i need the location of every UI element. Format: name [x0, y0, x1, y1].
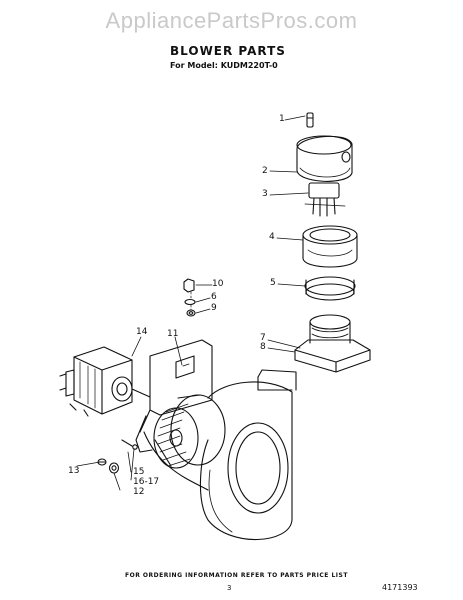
callout-3: 3 [262, 189, 268, 199]
callout-2: 2 [262, 166, 268, 176]
callout-15: 15 [133, 467, 145, 477]
part-3-connector [304, 182, 346, 217]
blower-wheel [153, 394, 226, 469]
callout-10: 10 [212, 279, 224, 289]
diagram-title: BLOWER PARTS [170, 44, 286, 58]
callout-14: 14 [136, 327, 148, 337]
callout-1: 1 [279, 114, 285, 124]
part-9-grommet [186, 309, 196, 317]
part-1-screw [306, 112, 314, 128]
ordering-note: FOR ORDERING INFORMATION REFER TO PARTS … [125, 572, 348, 579]
part-6-washer [184, 298, 196, 306]
callout-9: 9 [211, 303, 217, 313]
callout-6: 6 [211, 292, 217, 302]
watermark: AppliancePartsPros.com [105, 8, 358, 33]
blower-housing [143, 369, 297, 541]
part-15-17-fasteners [121, 439, 138, 450]
callout-4: 4 [269, 232, 275, 242]
callout-16-17: 16-17 [133, 477, 160, 487]
callout-11: 11 [167, 329, 179, 339]
document-number: 4171393 [382, 583, 418, 592]
page-number: 3 [227, 584, 232, 592]
part-7-8-collar [294, 314, 371, 373]
callout-5: 5 [270, 278, 276, 288]
part-4-ring [302, 225, 358, 268]
part-10-nut [183, 278, 195, 293]
callout-13: 13 [68, 466, 80, 476]
part-14-motor [59, 346, 151, 417]
part-5-gasket [304, 276, 356, 301]
leader-lines [76, 115, 309, 491]
model-subtitle: For Model: KUDM220T-0 [170, 61, 278, 70]
part-2-motor-cap [296, 135, 353, 182]
callout-7: 7 [260, 333, 266, 343]
callout-12: 12 [133, 487, 145, 497]
callout-8: 8 [260, 342, 266, 352]
part-12-clip [108, 462, 120, 474]
